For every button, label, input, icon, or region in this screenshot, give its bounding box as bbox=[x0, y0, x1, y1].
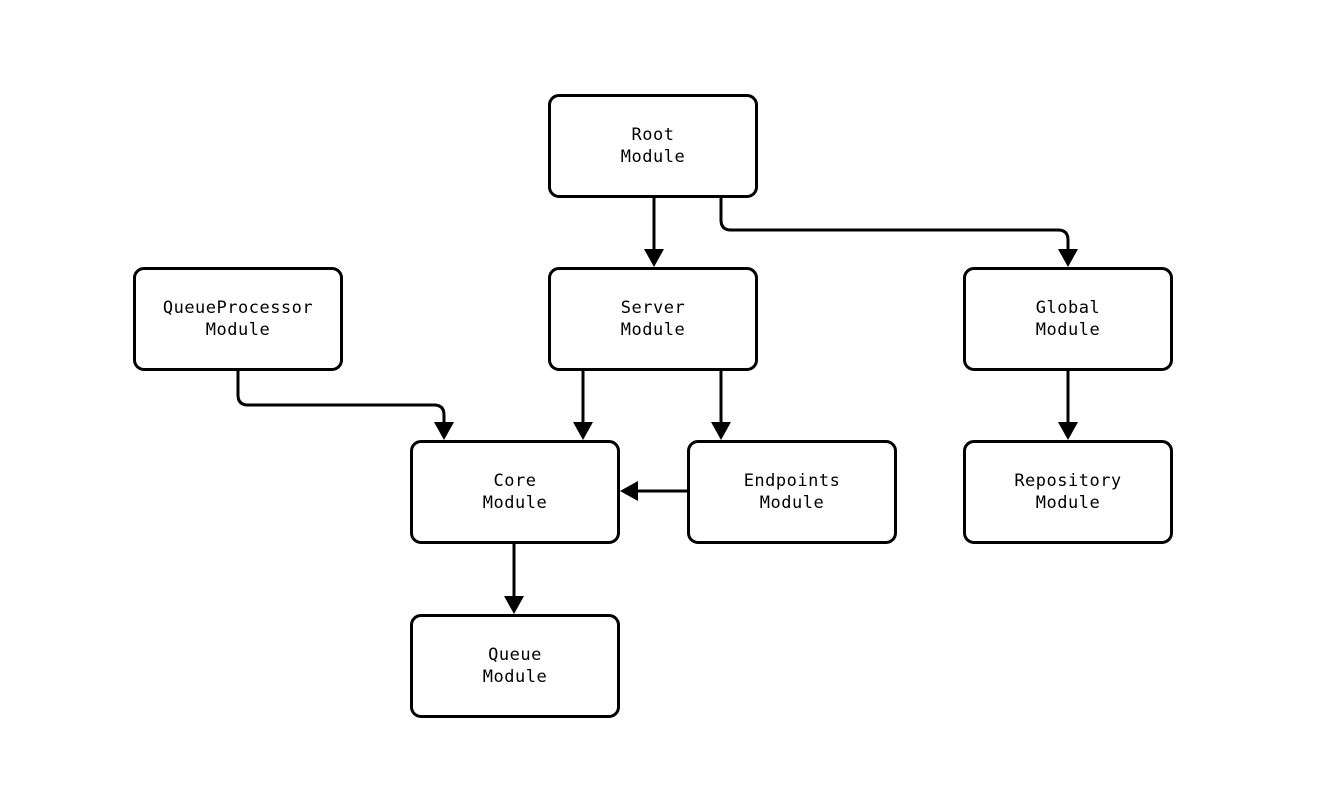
node-repository-name: Repository bbox=[1014, 471, 1122, 491]
node-queueprocessor-qualifier: Module bbox=[205, 320, 271, 340]
edge-line bbox=[719, 198, 1070, 249]
node-queueprocessor-name: QueueProcessor bbox=[162, 298, 314, 318]
edge-server-to-core bbox=[573, 371, 593, 440]
edge-arrowhead bbox=[434, 422, 454, 440]
node-server-qualifier: Module bbox=[620, 320, 686, 340]
node-queue-name: Queue bbox=[488, 645, 542, 665]
node-global-name: Global bbox=[1035, 298, 1101, 318]
node-endpoints-name: Endpoints bbox=[743, 471, 841, 491]
edge-root-to-global bbox=[719, 198, 1078, 267]
edge-arrowhead bbox=[504, 596, 524, 614]
edge-arrowhead bbox=[573, 422, 593, 440]
edge-global-to-repository bbox=[1058, 371, 1078, 440]
node-queue-qualifier: Module bbox=[482, 667, 548, 687]
node-endpoints-qualifier: Module bbox=[759, 493, 825, 513]
node-repository-qualifier: Module bbox=[1035, 493, 1101, 513]
edge-endpoints-to-core bbox=[620, 481, 687, 501]
edge-line bbox=[236, 371, 446, 422]
edge-queueprocessor-to-core bbox=[236, 371, 454, 440]
edge-server-to-endpoints bbox=[711, 371, 731, 440]
node-root-qualifier: Module bbox=[620, 147, 686, 167]
edge-arrowhead bbox=[644, 249, 664, 267]
node-global-qualifier: Module bbox=[1035, 320, 1101, 340]
edge-arrowhead bbox=[620, 481, 638, 501]
node-core-qualifier: Module bbox=[482, 493, 548, 513]
edge-core-to-queue bbox=[504, 544, 524, 614]
node-server-name: Server bbox=[620, 298, 686, 318]
edge-root-to-server bbox=[644, 198, 664, 267]
edge-arrowhead bbox=[1058, 249, 1078, 267]
edge-arrowhead bbox=[1058, 422, 1078, 440]
node-core-name: Core bbox=[493, 471, 537, 491]
edge-arrowhead bbox=[711, 422, 731, 440]
node-root-name: Root bbox=[631, 125, 675, 145]
